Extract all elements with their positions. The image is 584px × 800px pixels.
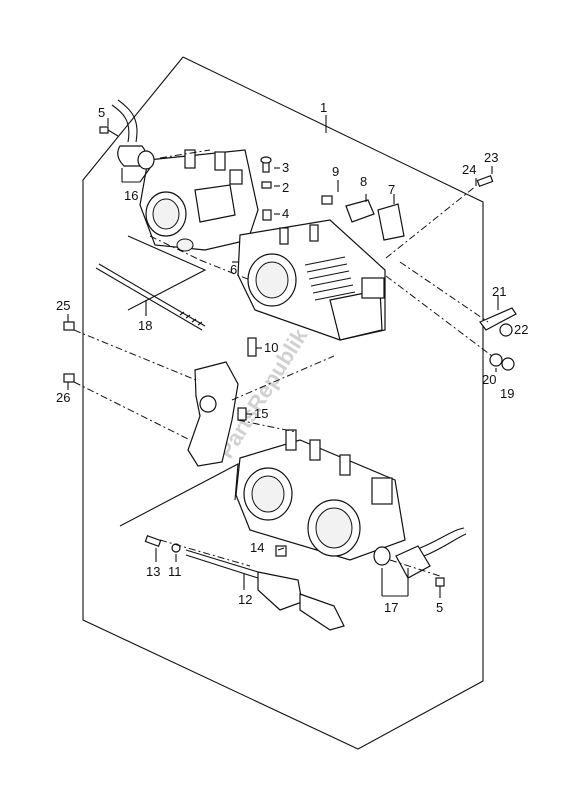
- callout-20: 20: [482, 372, 496, 387]
- sensor-connector-16: [111, 99, 155, 170]
- bolt-5-upper: [99, 126, 119, 137]
- callout-11: 11: [168, 564, 182, 579]
- callout-1: 1: [320, 100, 327, 115]
- leader-lines: [67, 115, 499, 598]
- callout-19: 19: [500, 386, 514, 401]
- callout-22: 22: [514, 322, 528, 337]
- callout-labels: 1 2 3 4 5 5 6 7 8 9 10 11 12 13 14 15 16…: [56, 100, 528, 615]
- callout-13: 13: [146, 564, 160, 579]
- lever-21-22: [479, 307, 517, 371]
- assembly-frame: [82, 56, 484, 750]
- callout-5-upper: 5: [98, 105, 105, 120]
- bracket-7-8: [321, 195, 405, 241]
- throttle-body-lower: [235, 429, 406, 561]
- callout-21: 21: [492, 284, 506, 299]
- screw-23-24: [476, 175, 494, 187]
- screw-25-26: [63, 321, 75, 383]
- throttle-body-upper-right: [237, 219, 386, 341]
- callout-24: 24: [462, 162, 476, 177]
- screw-2-3-4: [260, 156, 272, 221]
- callout-12: 12: [238, 592, 252, 607]
- callout-16: 16: [124, 188, 138, 203]
- callout-15: 15: [254, 406, 268, 421]
- callout-18: 18: [138, 318, 152, 333]
- callout-7: 7: [388, 182, 395, 197]
- callout-23: 23: [484, 150, 498, 165]
- callout-3: 3: [282, 160, 289, 175]
- callout-9: 9: [332, 164, 339, 179]
- callout-6: 6: [230, 262, 237, 277]
- callout-26: 26: [56, 390, 70, 405]
- callout-17: 17: [384, 600, 398, 615]
- callout-4: 4: [282, 206, 289, 221]
- throttle-linkage: [187, 337, 257, 467]
- callout-10: 10: [264, 340, 278, 355]
- callout-2: 2: [282, 180, 289, 195]
- callout-5-lower: 5: [436, 600, 443, 615]
- callout-8: 8: [360, 174, 367, 189]
- throttle-body-upper-left: [139, 149, 259, 252]
- callout-14: 14: [250, 540, 264, 555]
- throttle-cable-12: [144, 535, 345, 631]
- callout-25: 25: [56, 298, 70, 313]
